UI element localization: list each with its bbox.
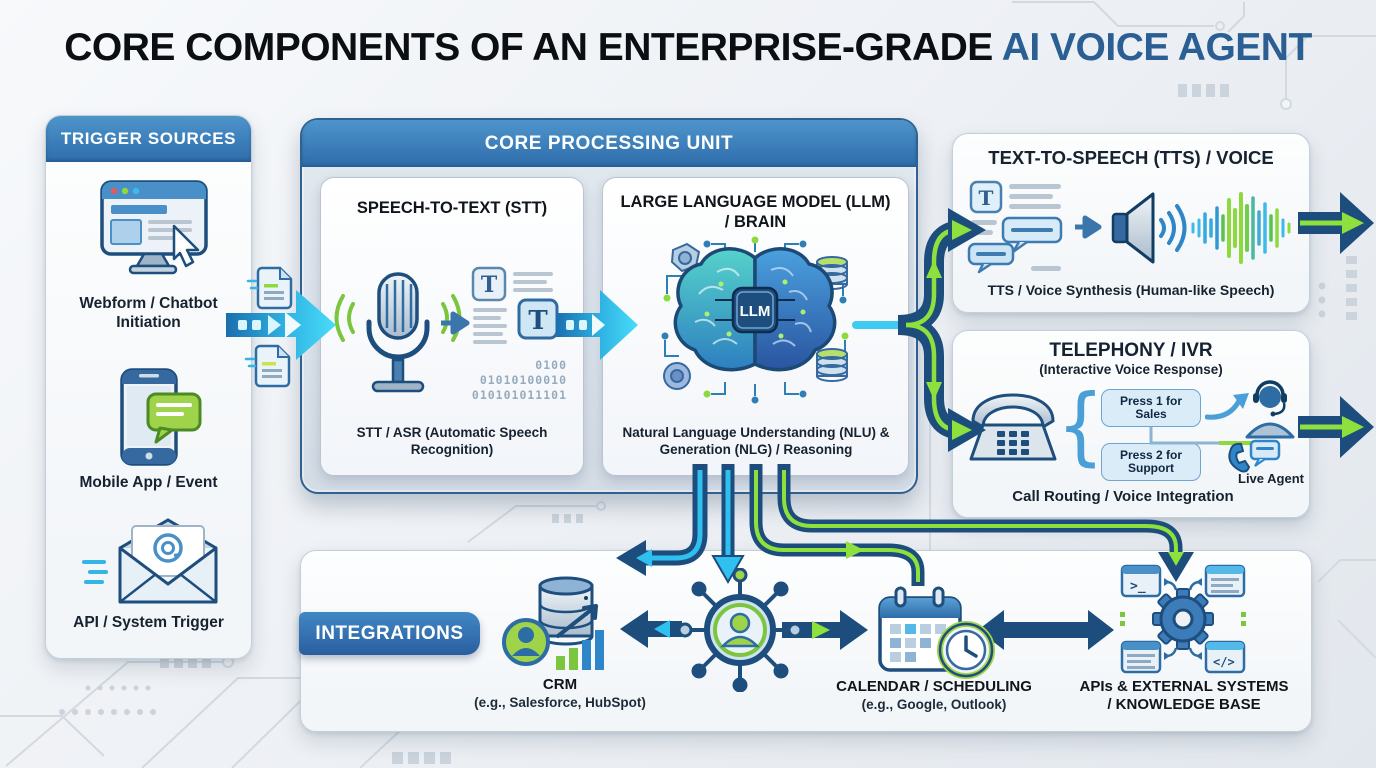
stt-card: SPEECH-TO-TEXT (STT) T [320, 177, 584, 476]
crm-label: CRM (e.g., Salesforce, HubSpot) [474, 676, 646, 710]
stt-title: SPEECH-TO-TEXT (STT) [356, 199, 548, 217]
network-hub-icon [678, 568, 802, 692]
llm-title: LARGE LANGUAGE MODEL (LLM) / BRAIN [620, 193, 891, 231]
ivr-panel: TELEPHONY / IVR (Interactive Voice Respo… [952, 330, 1310, 518]
mobile-app-icon [120, 368, 202, 466]
ivr-caption: Call Routing / Voice Integration [1012, 488, 1234, 505]
calendar-clock-icon [878, 586, 995, 679]
stt-caption: STT / ASR (Automatic Speech Recognition) [356, 425, 548, 457]
trigger-sources-header: TRIGGER SOURCES [46, 116, 251, 162]
ivr-arrow-to-agent [1205, 393, 1249, 420]
arrow-right-icon [441, 311, 470, 335]
telephone-icon [969, 393, 1057, 461]
live-agent-label: Live Agent [1238, 471, 1304, 486]
ivr-option-sales: Press 1 for Sales [1101, 389, 1201, 427]
text-blocks-icon: T T [471, 266, 559, 344]
phone-chat-icon [1228, 439, 1281, 473]
trigger-label-mobile: Mobile App / Event [79, 474, 218, 491]
crm-icon [502, 576, 604, 670]
apis-label: APIs & EXTERNAL SYSTEMS / KNOWLEDGE BASE [1079, 678, 1289, 713]
microphone-icon [334, 272, 462, 393]
ivr-title: TELEPHONY / IVR [1049, 340, 1213, 361]
api-email-icon [82, 518, 218, 604]
page-title-main: CORE COMPONENTS OF AN ENTERPRISE-GRADE [64, 26, 1002, 69]
apis-gear-icon: >_ </> [1120, 564, 1246, 674]
webform-chatbot-icon [100, 180, 208, 275]
tts-caption: TTS / Voice Synthesis (Human-like Speech… [987, 282, 1275, 298]
waveform-icon [1191, 192, 1291, 264]
trigger-label-webform: Webform / Chatbot Initiation [79, 295, 218, 331]
llm-caption: Natural Language Understanding (NLU) & G… [622, 425, 890, 457]
live-agent-icon [1245, 380, 1295, 439]
arrow-right-icon [1075, 215, 1102, 239]
ivr-subtitle: (Interactive Voice Response) [1039, 362, 1223, 377]
integrations-tab: INTEGRATIONS [299, 612, 480, 655]
svg-text:T: T [481, 272, 498, 298]
svg-text:</>: </> [1213, 655, 1235, 669]
llm-brain-icon: LLM [661, 236, 849, 404]
text-chat-icon: T [967, 180, 1063, 274]
cpu-header: CORE PROCESSING UNIT [302, 120, 916, 167]
llm-card: LARGE LANGUAGE MODEL (LLM) / BRAIN [602, 177, 909, 476]
brace-glyph: { [1057, 376, 1105, 476]
svg-text:T: T [528, 306, 548, 336]
svg-text:T: T [979, 186, 994, 210]
speaker-icon [1111, 192, 1187, 264]
tts-title: TEXT-TO-SPEECH (TTS) / VOICE [988, 147, 1274, 168]
page-title-highlight: AI VOICE AGENT [1001, 26, 1313, 69]
page-title: CORE COMPONENTS OF AN ENTERPRISE-GRADE A… [0, 26, 1376, 70]
trigger-label-api: API / System Trigger [73, 614, 224, 631]
calendar-label: CALENDAR / SCHEDULING (e.g., Google, Out… [836, 678, 1032, 712]
svg-text:>_: >_ [1130, 579, 1146, 594]
svg-text:LLM: LLM [740, 303, 771, 320]
tts-panel: TEXT-TO-SPEECH (TTS) / VOICE T [952, 133, 1310, 313]
core-processing-unit-panel: CORE PROCESSING UNIT SPEECH-TO-TEXT (STT… [300, 118, 918, 494]
trigger-sources-panel: TRIGGER SOURCES Webform / Chatbot Initia… [45, 115, 252, 659]
